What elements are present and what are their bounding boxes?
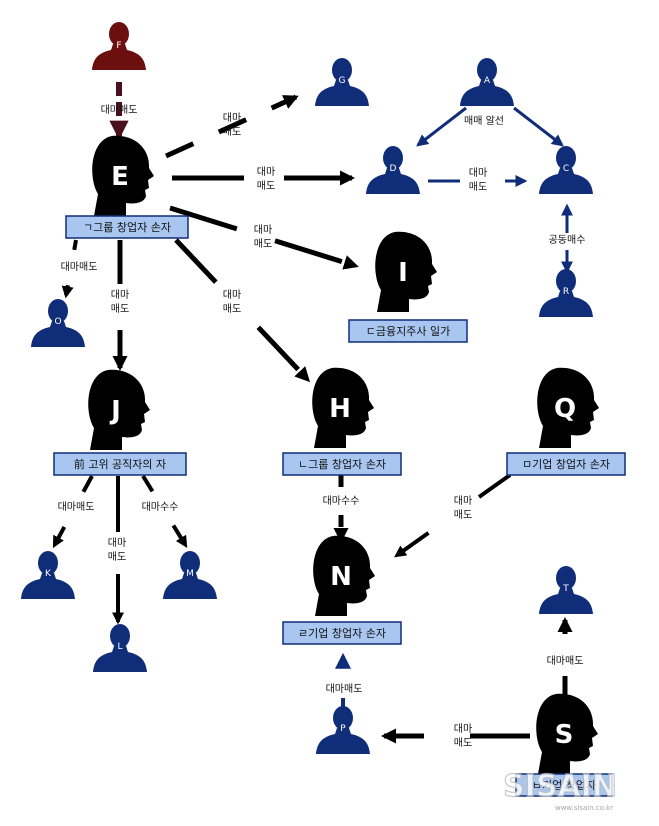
affil-q-box: ㅁ기업 창업자 손자	[506, 452, 626, 476]
node-h-letter: H	[329, 394, 351, 424]
node-f-letter: F	[116, 41, 121, 51]
edge-label-d-c-1: 대마	[469, 167, 487, 179]
edge-label-j-m: 대마수수	[142, 501, 179, 513]
node-s: S	[536, 693, 598, 774]
affil-i-box: ㄷ금융지주사 일가	[348, 319, 468, 343]
node-o-letter: O	[54, 317, 61, 327]
node-t: T	[539, 566, 593, 614]
edge-label-q-n-1: 대마	[454, 495, 472, 507]
affil-e-text: ㄱ그룹 창업자 손자	[83, 221, 171, 234]
node-p-letter: P	[340, 724, 346, 734]
edge-label-e-d-1: 대마	[257, 166, 275, 178]
watermark: SISAIN www.sisain.co.kr	[502, 768, 617, 812]
edge-label-j-l-2: 매도	[108, 551, 126, 563]
node-g: G	[315, 58, 369, 106]
node-l: L	[93, 624, 147, 672]
node-k: K	[21, 551, 75, 599]
edge-label-e-i-2: 매도	[254, 238, 272, 250]
edge-label-e-h-1: 대마	[223, 289, 241, 301]
node-r: R	[539, 269, 593, 317]
edge-label-a: 매매 알선	[464, 115, 504, 127]
node-i: I	[375, 231, 437, 312]
affil-s-box: ㅂ기업 창업자	[515, 773, 613, 797]
node-m-letter: M	[186, 569, 194, 579]
node-q: Q	[537, 367, 599, 448]
affil-j-text: 前 고위 공직자의 자	[74, 457, 166, 471]
node-m: M	[163, 551, 217, 599]
node-e-letter: E	[111, 162, 129, 192]
edge-label-e-g-2: 매도	[223, 126, 241, 138]
node-a: A	[460, 58, 514, 106]
edge-label-d-c-2: 매도	[469, 181, 487, 193]
edge-labels: 대마매도 대마 매도 대마 매도 매매 알선 대마 매도 공동매수 대마 매도 …	[58, 104, 586, 749]
affil-e-box: ㄱ그룹 창업자 손자	[65, 215, 189, 239]
node-r-letter: R	[563, 287, 569, 297]
node-d-letter: D	[390, 164, 397, 174]
node-n-letter: N	[330, 562, 352, 592]
edge-label-e-g-1: 대마	[223, 112, 241, 124]
edge-label-j-l-1: 대마	[108, 537, 126, 549]
node-n: N	[313, 535, 375, 616]
node-h: H	[312, 367, 374, 448]
affil-q-text: ㅁ기업 창업자 손자	[522, 458, 610, 471]
edge-label-c-r: 공동매수	[549, 234, 586, 246]
node-s-letter: S	[555, 720, 574, 750]
edge-label-e-i-1: 대마	[254, 224, 272, 236]
node-g-letter: G	[339, 76, 346, 86]
edge-label-e-j-2: 매도	[111, 303, 129, 315]
affil-h-box: ㄴ그룹 창업자 손자	[282, 452, 402, 476]
edges	[52, 82, 573, 744]
node-k-letter: K	[45, 569, 52, 579]
node-e: E	[92, 135, 154, 216]
node-o: O	[31, 299, 85, 347]
edge-label-q-n-2: 매도	[454, 509, 472, 521]
edge-label-f-e: 대마매도	[101, 104, 138, 116]
watermark-url: www.sisain.co.kr	[555, 804, 613, 812]
edge-label-e-j-1: 대마	[111, 289, 129, 301]
edge-label-j-k: 대마매도	[58, 501, 95, 513]
affil-j-box: 前 고위 공직자의 자	[53, 452, 187, 476]
affil-s-text: ㅂ기업 창업자	[532, 779, 596, 792]
node-i-letter: I	[398, 258, 408, 288]
node-t-letter: T	[562, 584, 569, 594]
node-c-letter: C	[563, 164, 569, 174]
node-a-letter: A	[484, 76, 491, 86]
edge-label-p-n: 대마매도	[326, 683, 363, 695]
node-c: C	[539, 146, 593, 194]
node-q-letter: Q	[554, 394, 576, 424]
watermark-logo: SISAIN	[503, 769, 617, 804]
affil-h-text: ㄴ그룹 창업자 손자	[298, 458, 386, 471]
edge-label-e-d-2: 매도	[257, 180, 275, 192]
edge-label-e-o: 대마매도	[61, 261, 98, 273]
affil-i-text: ㄷ금융지주사 일가	[366, 324, 450, 338]
node-p: P	[316, 706, 370, 754]
node-f: F	[92, 22, 146, 70]
affil-n-box: ㄹ기업 창업자 손자	[282, 621, 402, 645]
node-l-letter: L	[117, 642, 122, 652]
edge-label-h-n: 대마수수	[323, 495, 360, 507]
edge-label-s-p-2: 매도	[454, 737, 472, 749]
node-j-letter: J	[109, 396, 121, 426]
node-d: D	[366, 146, 420, 194]
edge-label-s-t: 대마매도	[547, 655, 584, 667]
affil-n-text: ㄹ기업 창업자 손자	[298, 627, 386, 640]
edge-label-s-p-1: 대마	[454, 723, 472, 735]
node-j: J	[88, 369, 150, 450]
edge-label-e-h-2: 매도	[223, 303, 241, 315]
